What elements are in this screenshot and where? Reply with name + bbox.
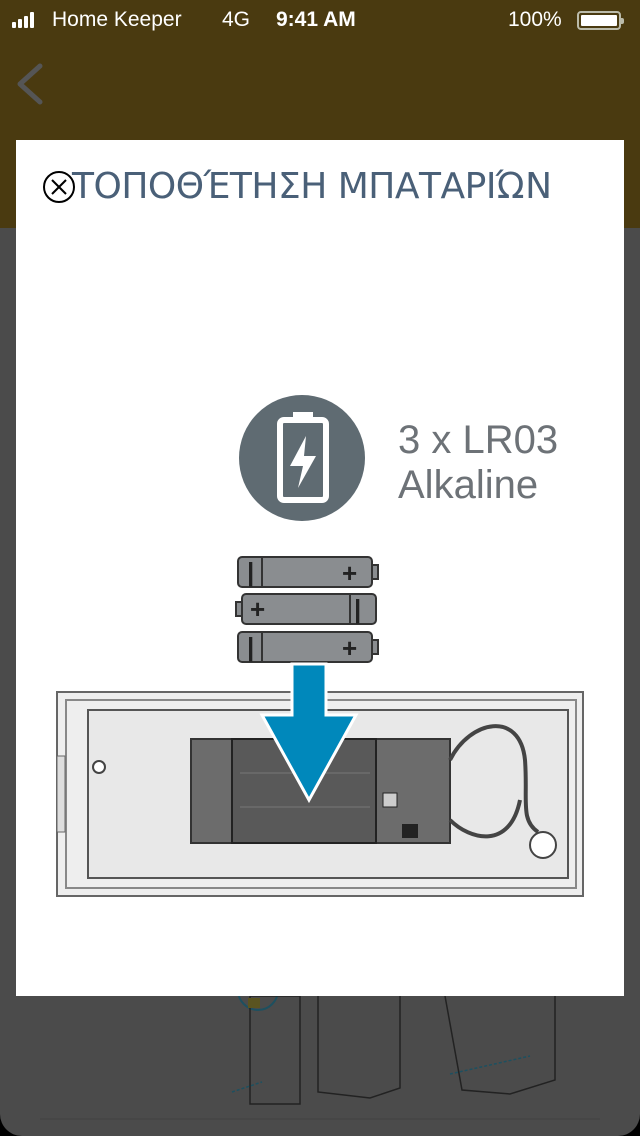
svg-text:+: + — [342, 633, 357, 663]
battery-spec-line2: Alkaline — [398, 463, 538, 507]
network-label: 4G — [222, 8, 251, 31]
status-bar: Home Keeper 4G 9:41 AM 100% — [0, 0, 640, 40]
svg-text:|: | — [247, 557, 254, 587]
carrier-label: Home Keeper — [52, 8, 182, 31]
back-button[interactable] — [14, 60, 50, 110]
svg-text:|: | — [247, 632, 254, 662]
insert-arrow-icon — [259, 662, 359, 804]
svg-text:+: + — [342, 558, 357, 588]
aaa-batteries-icon — [235, 556, 379, 663]
battery-spec-line1: 3 x LR03 — [398, 418, 558, 462]
chevron-left-icon — [17, 63, 43, 105]
clock: 9:41 AM — [276, 8, 356, 31]
battery-icon — [577, 11, 624, 30]
battery-percent: 100% — [508, 8, 562, 31]
close-circle-icon[interactable] — [43, 171, 75, 203]
battery-installation-illustration: 3 x LR03 Alkaline | + + | | + — [56, 395, 584, 897]
modal-title: ΤΟΠΟΘΈΤΗΣΗ ΜΠΑΤΑΡΙΏΝ — [72, 166, 552, 207]
battery-installation-modal: 3 x LR03 Alkaline | + + | | + — [16, 140, 624, 996]
svg-text:+: + — [250, 594, 265, 624]
signal-icon — [12, 12, 34, 28]
svg-text:|: | — [354, 594, 361, 624]
